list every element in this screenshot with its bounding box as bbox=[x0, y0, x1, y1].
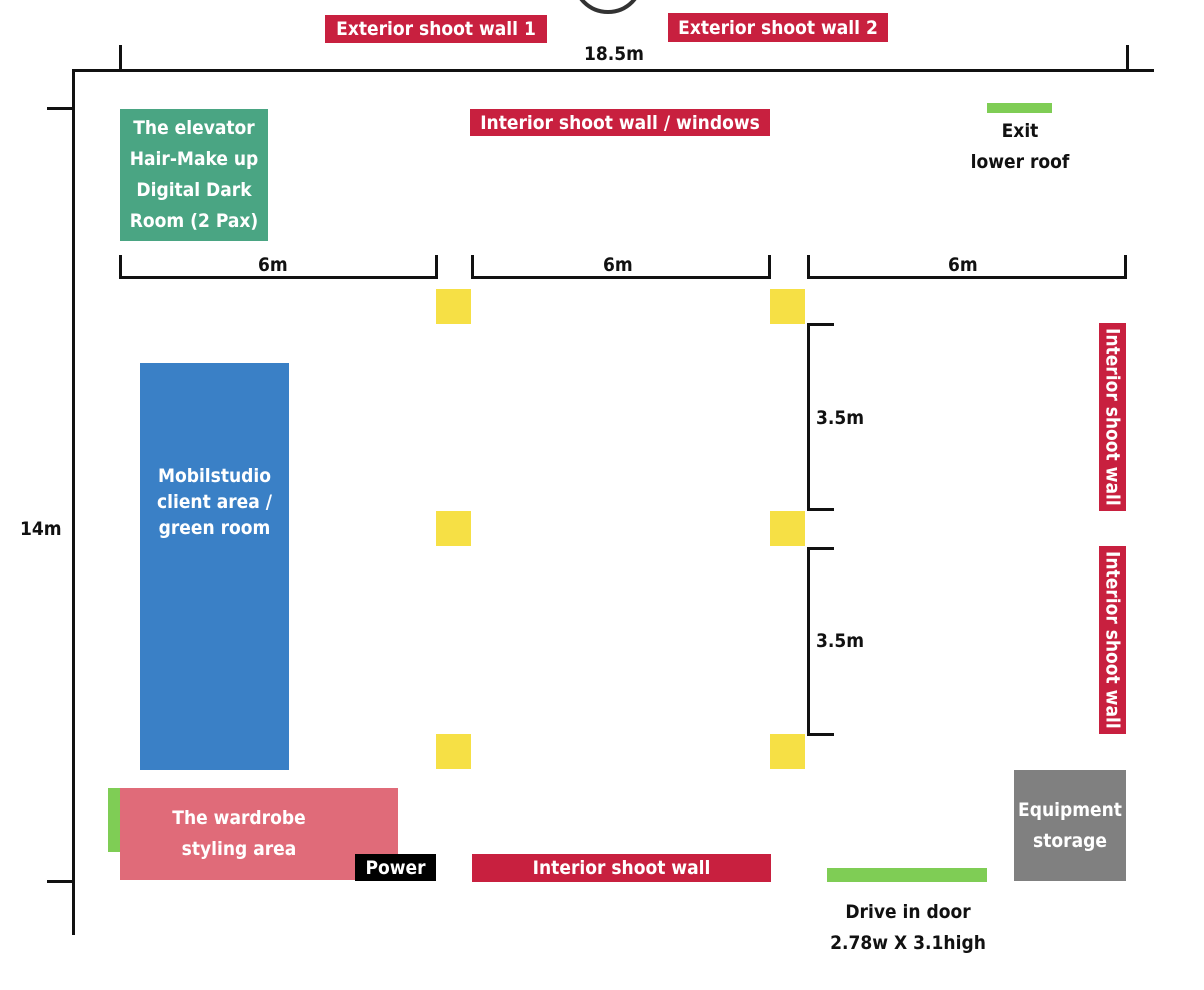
width-total-label: 18.5m bbox=[584, 43, 644, 65]
bay-2-tick-left bbox=[471, 255, 474, 279]
pillar bbox=[770, 734, 805, 769]
wardrobe-styling-area: The wardrobe styling area bbox=[120, 788, 398, 880]
exterior-shoot-wall-1: Exterior shoot wall 1 bbox=[325, 15, 547, 43]
bay-3-width-label: 6m bbox=[948, 254, 978, 276]
bay-3-dimension-line bbox=[808, 276, 1127, 279]
width-dimension-tick-left bbox=[119, 45, 122, 70]
interior-shoot-wall-right-upper: Interior shoot wall bbox=[1099, 323, 1126, 511]
width-dimension-tick-right bbox=[1126, 45, 1129, 70]
depth-upper-tick-top bbox=[807, 323, 834, 326]
interior-shoot-wall-windows: Interior shoot wall / windows bbox=[470, 109, 770, 136]
bay-2-tick-right bbox=[768, 255, 771, 279]
drive-in-door-label: Drive in door 2.78w X 3.1high bbox=[830, 901, 986, 954]
bay-3-tick-right bbox=[1124, 255, 1127, 279]
interior-shoot-wall-bottom: Interior shoot wall bbox=[472, 854, 771, 882]
client-area-green-room: Mobilstudio client area / green room bbox=[140, 363, 289, 770]
bay-1-width-label: 6m bbox=[258, 254, 288, 276]
depth-upper-label: 3.5m bbox=[816, 407, 865, 429]
depth-lower-tick-top bbox=[807, 547, 834, 550]
room-left-wall bbox=[72, 69, 75, 935]
bay-2-width-label: 6m bbox=[603, 254, 633, 276]
depth-lower-label: 3.5m bbox=[816, 630, 865, 652]
pillar bbox=[436, 511, 471, 546]
pillar bbox=[770, 289, 805, 324]
bay-1-tick-right bbox=[435, 255, 438, 279]
interior-shoot-wall-right-lower: Interior shoot wall bbox=[1099, 546, 1126, 734]
pillar bbox=[436, 734, 471, 769]
bay-1-dimension-line bbox=[120, 276, 437, 279]
height-dimension-tick-bottom bbox=[47, 880, 74, 883]
top-arc-decoration bbox=[572, 0, 644, 14]
bay-1-tick-left bbox=[119, 255, 122, 279]
depth-upper-tick-bottom bbox=[807, 508, 834, 511]
power-outlet: Power bbox=[355, 854, 436, 881]
wardrobe-door bbox=[108, 788, 121, 852]
pillar bbox=[770, 511, 805, 546]
room-top-wall bbox=[72, 69, 1154, 72]
height-dimension-tick-top bbox=[47, 107, 74, 110]
depth-lower-vertical bbox=[807, 547, 810, 735]
exit-lower-roof-label: Exit lower roof bbox=[970, 120, 1070, 173]
equipment-storage: Equipment storage bbox=[1014, 770, 1126, 881]
bay-2-dimension-line bbox=[472, 276, 771, 279]
height-total-label: 14m bbox=[20, 518, 62, 540]
pillar bbox=[436, 289, 471, 324]
depth-upper-vertical bbox=[807, 323, 810, 510]
bay-3-tick-left bbox=[807, 255, 810, 279]
exit-door bbox=[987, 103, 1052, 113]
drive-in-door bbox=[827, 868, 987, 882]
exterior-shoot-wall-2: Exterior shoot wall 2 bbox=[668, 13, 888, 42]
elevator-hair-makeup-area: The elevator Hair-Make up Digital Dark R… bbox=[120, 109, 268, 241]
depth-lower-tick-bottom bbox=[807, 733, 834, 736]
